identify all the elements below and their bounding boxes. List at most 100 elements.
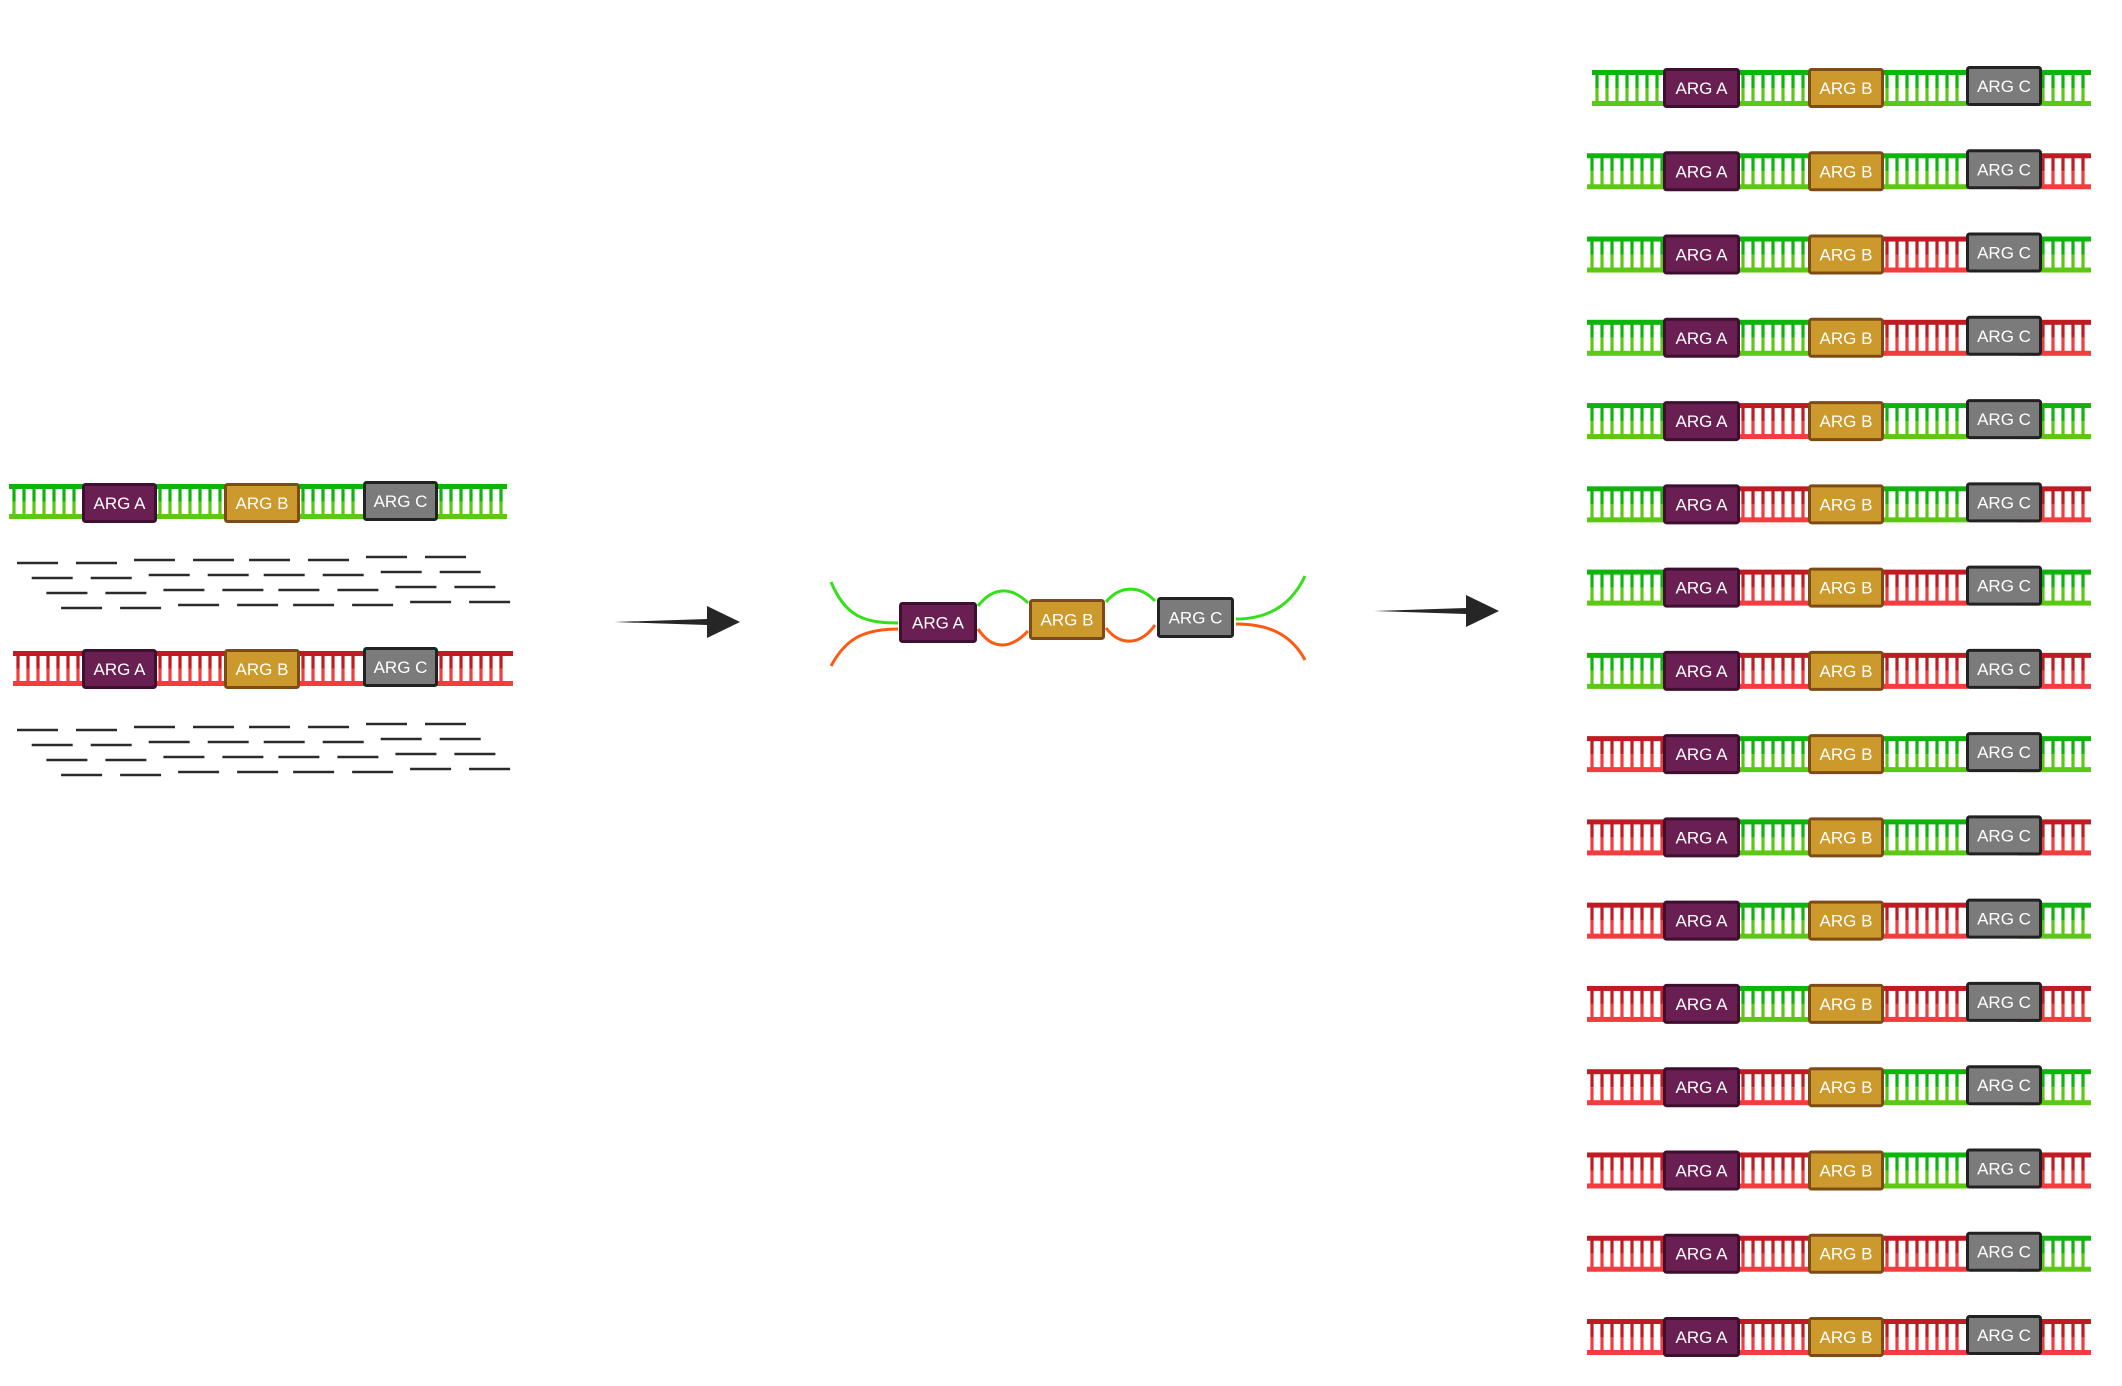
backbone-top [1882,819,1968,825]
dna-segment-red [1587,985,1666,1022]
backbone-top [1738,236,1810,242]
backbone-bottom [1882,850,1968,856]
backbone-bottom [1882,1183,1968,1189]
backbone-top [1882,652,1968,658]
backbone-bottom [1738,933,1810,939]
backbone-top [2018,486,2091,492]
dna-segment-green [1882,736,1968,773]
backbone-bottom [2018,517,2091,523]
backbone-top [2018,1319,2091,1324]
gene-box-arg-a: ARG A [1663,734,1740,775]
backbone-top [1882,569,1968,575]
backbone-bottom [1882,434,1968,440]
gene-label: ARG C [374,658,428,677]
gene-box-arg-a: ARG A [899,602,977,643]
gene-label: ARG B [1820,579,1873,598]
gene-label: ARG B [1820,828,1873,847]
gene-box-arg-a: ARG A [1663,317,1740,358]
backbone-bottom [2018,1266,2091,1272]
backbone-top [1882,736,1968,742]
backbone-top [1882,486,1968,492]
dna-segment-red [13,651,84,686]
gene-label: ARG C [1169,609,1223,628]
backbone-top [13,651,84,656]
gene-box-arg-b: ARG B [1808,734,1884,775]
backbone-bottom [1587,434,1666,440]
backbone-bottom [436,514,507,519]
arrow-icon [614,606,740,638]
backbone-top [1587,403,1666,409]
backbone-bottom [1738,1100,1810,1106]
gene-label: ARG C [1977,660,2031,679]
gene-label: ARG B [1820,162,1873,181]
backbone-top [1738,319,1810,325]
backbone-top [1738,652,1810,658]
backbone-top [1587,569,1666,575]
gene-label: ARG A [1676,79,1729,98]
gene-box-arg-a: ARG A [1663,900,1740,941]
dna-segment-red [1882,569,1968,606]
gene-label: ARG B [236,494,289,513]
gene-label: ARG B [1820,745,1873,764]
dna-segment-red [1738,569,1810,606]
backbone-bottom [1587,184,1666,190]
dna-segment-red [1882,985,1968,1022]
gene-label: ARG A [1676,995,1729,1014]
gene-box-arg-a: ARG A [1663,983,1740,1024]
dna-segment-green [2018,1235,2091,1272]
dna-segment-green [155,484,227,519]
backbone-bottom [155,681,227,686]
strand-orange [1235,622,1307,661]
backbone-bottom [1882,350,1968,356]
dna-segment-red [1882,902,1968,939]
backbone-top [1587,736,1666,742]
gene-box-arg-c: ARG C [1966,66,2042,106]
gene-box-arg-c: ARG C [363,481,438,521]
strand-green [1235,575,1307,621]
gene-box-arg-a: ARG A [1663,401,1740,442]
backbone-bottom [1882,933,1968,939]
gene-label: ARG C [1977,743,2031,762]
backbone-top [1738,736,1810,742]
gene-label: ARG C [1977,1326,2031,1345]
backbone-top [1738,1069,1810,1075]
gene-label: ARG B [1820,1161,1873,1180]
gene-box-arg-b: ARG B [1808,900,1884,941]
backbone-bottom [1587,683,1666,689]
backbone-bottom [1738,1183,1810,1189]
gene-box-arg-b: ARG B [1808,234,1884,275]
gene-label: ARG B [1820,329,1873,348]
backbone-top [1587,1319,1666,1324]
dna-segment-green [1882,70,1968,106]
dna-segment-green [1592,70,1666,106]
gene-box-arg-b: ARG B [1808,983,1884,1024]
dna-segment-green [1882,486,1968,523]
gene-label: ARG A [1676,412,1729,431]
dna-segment-red [1587,819,1666,856]
backbone-top [1738,902,1810,908]
dna-segment-green [1738,70,1810,106]
gene-box-arg-a: ARG A [82,483,157,523]
parent-dna-green: ARG A ARG B ARG C [9,481,507,523]
backbone-bottom [1738,434,1810,440]
gene-box-arg-c: ARG C [1157,597,1234,638]
backbone-top [1587,1069,1666,1075]
backbone-top [1882,985,1968,991]
gene-box-arg-c: ARG C [1966,1231,2042,1272]
backbone-top [1587,319,1666,325]
backbone-top [1738,1319,1810,1324]
backbone-bottom [1587,850,1666,856]
backbone-top [9,484,84,489]
dna-segment-red [1882,236,1968,273]
gene-box-arg-b: ARG B [224,649,300,689]
gene-box-arg-c: ARG C [1966,1315,2042,1355]
backbone-bottom [1587,350,1666,356]
gene-label: ARG C [1977,1243,2031,1262]
strand-green [976,589,1030,607]
backbone-bottom [2018,933,2091,939]
gene-label: ARG A [1676,745,1729,764]
